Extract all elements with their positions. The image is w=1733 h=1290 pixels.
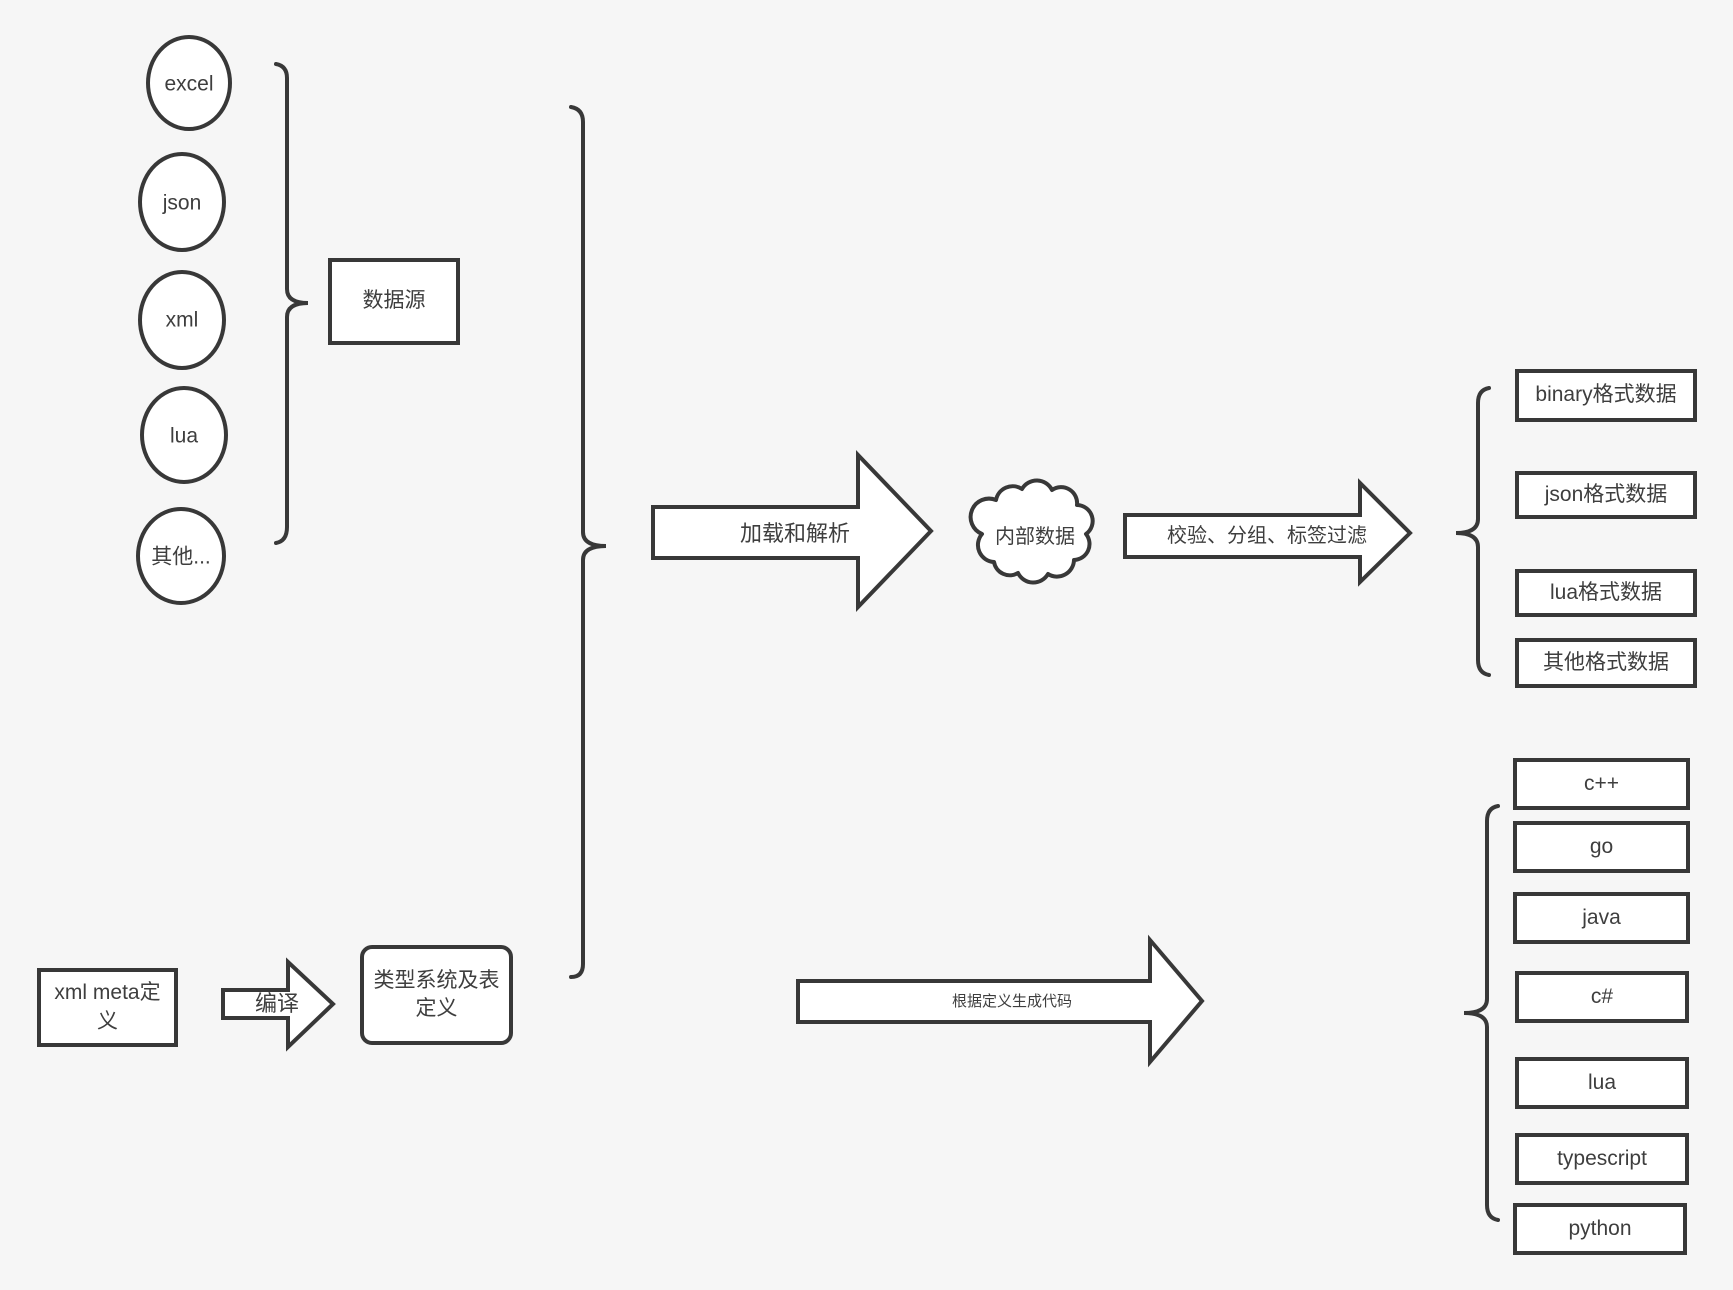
- format-box-binary: binary格式数据: [1515, 369, 1697, 422]
- sources-brace: [274, 62, 309, 545]
- data-source-box: 数据源: [328, 258, 460, 345]
- language-box-go: go: [1513, 821, 1690, 873]
- format-box-json: json格式数据: [1515, 471, 1697, 519]
- language-box-typescript: typescript: [1515, 1133, 1689, 1185]
- language-box-lua: lua: [1515, 1057, 1689, 1109]
- language-box-python: python: [1513, 1203, 1687, 1255]
- generate-code-arrow-label: 根据定义生成代码: [951, 993, 1073, 1010]
- language-box-csharp: c#: [1515, 971, 1689, 1023]
- compile-arrow: [221, 957, 336, 1052]
- generate-code-arrow: [796, 934, 1205, 1068]
- source-label-other: 其他...: [151, 545, 211, 569]
- languages-brace: [1463, 804, 1500, 1222]
- inputs-brace: [569, 105, 607, 979]
- filter-arrow: [1123, 478, 1413, 587]
- source-ellipse-xml: [138, 270, 226, 370]
- type-system-box: 类型系统及表定义: [360, 945, 513, 1045]
- source-ellipse-json: [138, 152, 226, 252]
- format-box-other: 其他格式数据: [1515, 638, 1697, 688]
- source-label-excel: excel: [164, 72, 214, 96]
- source-label-lua: lua: [169, 424, 199, 448]
- filter-arrow-label: 校验、分组、标签过滤: [1167, 525, 1367, 547]
- compile-arrow-label: 编译: [254, 990, 300, 1016]
- internal-data-cloud-label: 内部数据: [995, 526, 1075, 548]
- type-system-box-label: 类型系统及表定义: [373, 968, 500, 1020]
- formats-brace: [1455, 386, 1491, 677]
- load-parse-arrow: [651, 450, 934, 612]
- internal-data-cloud: [968, 478, 1095, 585]
- xml-meta-box-label: xml meta定义: [54, 981, 161, 1033]
- format-box-lua: lua格式数据: [1515, 569, 1697, 617]
- source-ellipse-excel: [146, 35, 232, 131]
- source-ellipse-lua: [140, 386, 228, 484]
- source-label-xml: xml: [165, 308, 199, 332]
- source-ellipse-other: [136, 507, 226, 605]
- language-box-cpp: c++: [1513, 758, 1690, 810]
- language-box-java: java: [1513, 892, 1690, 944]
- load-parse-arrow-label: 加载和解析: [739, 520, 851, 546]
- xml-meta-box: xml meta定义: [37, 968, 178, 1047]
- source-label-json: json: [162, 191, 202, 215]
